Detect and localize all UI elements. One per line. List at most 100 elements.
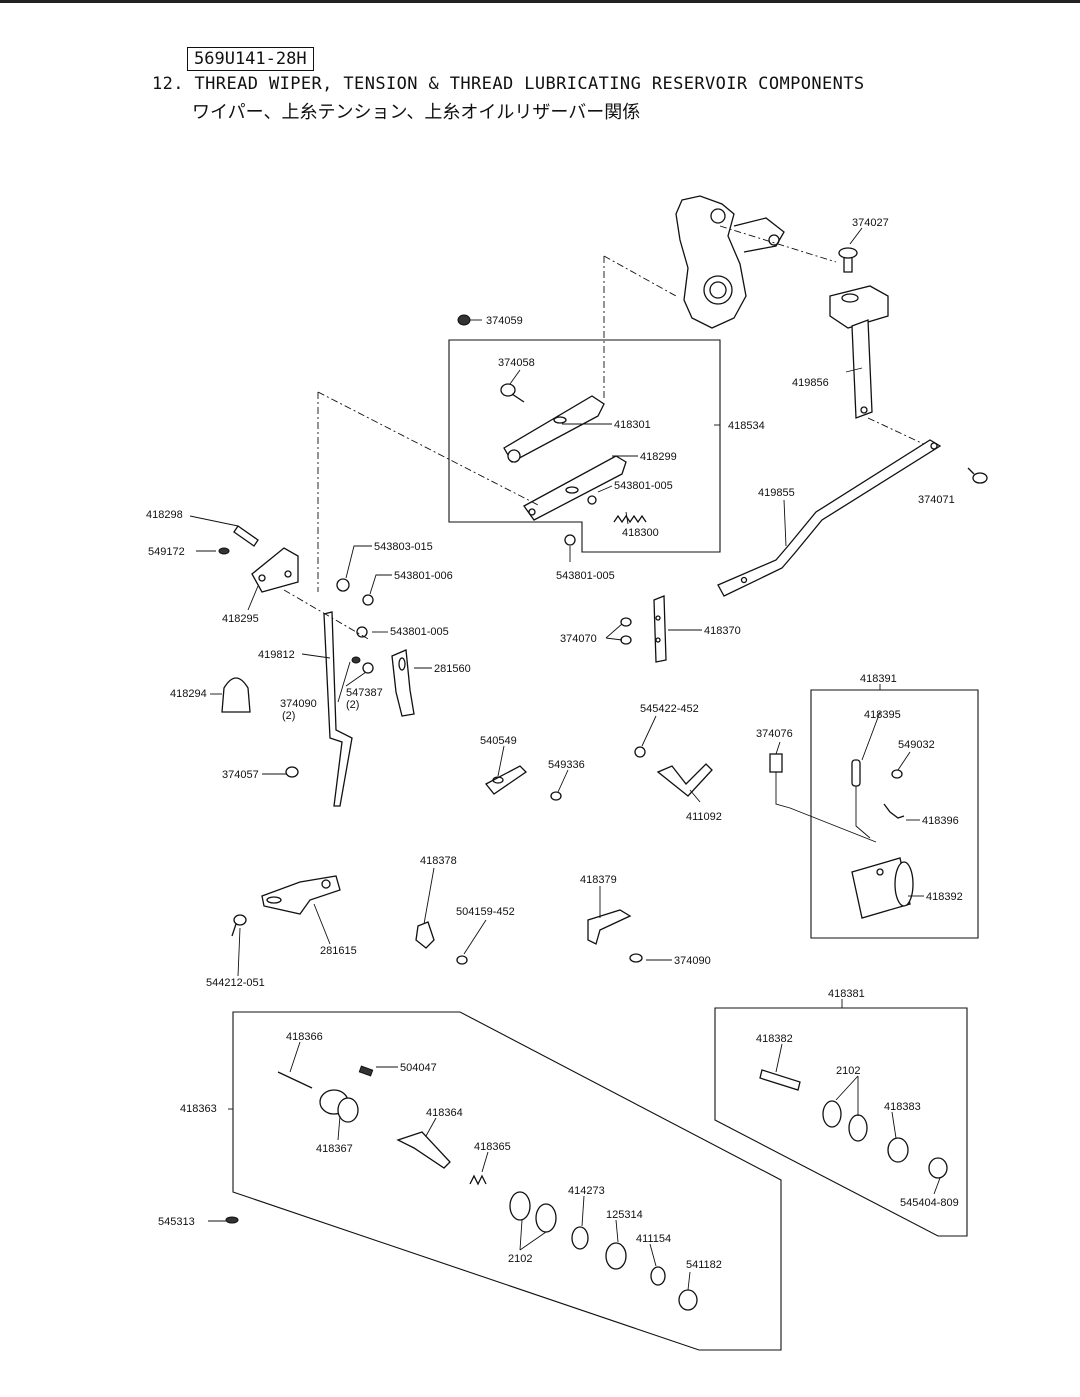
discs-2102b bbox=[509, 1191, 557, 1233]
bracket-418370 bbox=[653, 595, 667, 663]
washer-543803-015 bbox=[336, 578, 350, 592]
label-419855: 419855 bbox=[758, 487, 795, 499]
washer-543801-005a bbox=[587, 495, 597, 505]
label-504159-452: 504159-452 bbox=[456, 906, 515, 918]
label-418382: 418382 bbox=[756, 1033, 793, 1045]
label-418299: 418299 bbox=[640, 451, 677, 463]
guide-411092 bbox=[656, 763, 713, 797]
label-547387-qty: (2) bbox=[346, 699, 359, 711]
spring-418383 bbox=[887, 1137, 909, 1163]
label-418294: 418294 bbox=[170, 688, 207, 700]
nut-541182 bbox=[678, 1289, 698, 1311]
disc-414273 bbox=[571, 1226, 589, 1250]
label-418383: 418383 bbox=[884, 1101, 921, 1113]
nut-545404-809 bbox=[928, 1157, 948, 1179]
label-549172: 549172 bbox=[148, 546, 185, 558]
label-543801-005-b: 543801-005 bbox=[556, 570, 615, 582]
set-screw-504047 bbox=[358, 1065, 374, 1077]
top-border-line bbox=[0, 0, 1080, 3]
reservoir-418392 bbox=[851, 857, 914, 919]
label-418381: 418381 bbox=[828, 988, 865, 1000]
label-418391: 418391 bbox=[860, 673, 897, 685]
label-418392: 418392 bbox=[926, 891, 963, 903]
label-418378: 418378 bbox=[420, 855, 457, 867]
label-411092: 411092 bbox=[686, 811, 722, 823]
label-374070: 374070 bbox=[560, 633, 597, 645]
screw-374071 bbox=[967, 467, 988, 484]
label-418395: 418395 bbox=[864, 709, 901, 721]
spring-418365 bbox=[469, 1174, 487, 1186]
group-frame-418363 bbox=[232, 1011, 782, 1351]
washer-543801-006 bbox=[362, 594, 374, 606]
rod-419855 bbox=[717, 439, 942, 597]
label-418534: 418534 bbox=[728, 420, 765, 432]
label-418379: 418379 bbox=[580, 874, 617, 886]
knob-418367 bbox=[319, 1089, 359, 1123]
label-125314: 125314 bbox=[606, 1209, 643, 1221]
axis-line-arm-plate bbox=[603, 255, 677, 297]
screw-544212-051 bbox=[231, 914, 247, 937]
label-504047: 504047 bbox=[400, 1062, 437, 1074]
label-418396: 418396 bbox=[922, 815, 959, 827]
label-374027: 374027 bbox=[852, 217, 889, 229]
label-543801-005-a: 543801-005 bbox=[614, 480, 673, 492]
washer-547387 bbox=[362, 662, 374, 674]
bushing-125314 bbox=[605, 1242, 627, 1270]
label-374090-a-qty: (2) bbox=[282, 710, 295, 722]
label-419812: 419812 bbox=[258, 649, 295, 661]
label-418370: 418370 bbox=[704, 625, 741, 637]
pin-418395 bbox=[851, 759, 861, 787]
leader-374076-path bbox=[775, 772, 877, 843]
washer-543801-005c bbox=[356, 626, 368, 638]
label-374076: 374076 bbox=[756, 728, 793, 740]
axis-line-plate-link bbox=[317, 391, 541, 507]
label-418301: 418301 bbox=[614, 419, 651, 431]
label-545404-809: 545404-809 bbox=[900, 1197, 959, 1209]
group-frame-418534 bbox=[448, 339, 721, 553]
leader-lines bbox=[189, 227, 941, 1291]
screw-374076 bbox=[769, 753, 783, 773]
screw-374059 bbox=[457, 314, 471, 326]
label-374059: 374059 bbox=[486, 315, 523, 327]
label-418298: 418298 bbox=[146, 509, 183, 521]
discs-2102a bbox=[822, 1100, 868, 1142]
screw-374027 bbox=[838, 247, 858, 273]
link-418299 bbox=[523, 455, 627, 521]
page-title: 12. THREAD WIPER, TENSION & THREAD LUBRI… bbox=[152, 74, 865, 94]
group-frame-418391 bbox=[810, 689, 979, 939]
label-374090-b: 374090 bbox=[674, 955, 711, 967]
bracket-418379 bbox=[587, 909, 632, 945]
label-549336: 549336 bbox=[548, 759, 585, 771]
lever-419856 bbox=[829, 285, 889, 419]
set-screw-549172 bbox=[218, 547, 230, 555]
screw-374090a bbox=[351, 656, 361, 664]
label-414273: 414273 bbox=[568, 1185, 605, 1197]
label-281615: 281615 bbox=[320, 945, 357, 957]
label-418365: 418365 bbox=[474, 1141, 511, 1153]
bracket-281560 bbox=[391, 649, 415, 717]
group-frame-418381 bbox=[714, 1007, 968, 1237]
label-418363: 418363 bbox=[180, 1103, 217, 1115]
stud-418382 bbox=[759, 1069, 801, 1091]
label-540549: 540549 bbox=[480, 735, 517, 747]
label-2102-a: 2102 bbox=[836, 1065, 860, 1077]
link-418301 bbox=[503, 395, 605, 463]
label-374090-a: 374090 bbox=[280, 698, 317, 710]
label-418366: 418366 bbox=[286, 1031, 323, 1043]
label-374057: 374057 bbox=[222, 769, 259, 781]
label-544212-051: 544212-051 bbox=[206, 977, 265, 989]
label-418367: 418367 bbox=[316, 1143, 353, 1155]
label-549032: 549032 bbox=[898, 739, 935, 751]
axis-line-arm bbox=[719, 225, 837, 263]
label-543803-015: 543803-015 bbox=[374, 541, 433, 553]
label-418300: 418300 bbox=[622, 527, 659, 539]
label-543801-006: 543801-006 bbox=[394, 570, 453, 582]
label-281560: 281560 bbox=[434, 663, 471, 675]
nut-545422-452 bbox=[634, 746, 646, 758]
label-374071: 374071 bbox=[918, 494, 955, 506]
screw-374057 bbox=[285, 766, 299, 778]
bracket-418295 bbox=[251, 547, 299, 593]
screw-504159-452 bbox=[456, 955, 468, 965]
spring-418396 bbox=[883, 803, 905, 819]
